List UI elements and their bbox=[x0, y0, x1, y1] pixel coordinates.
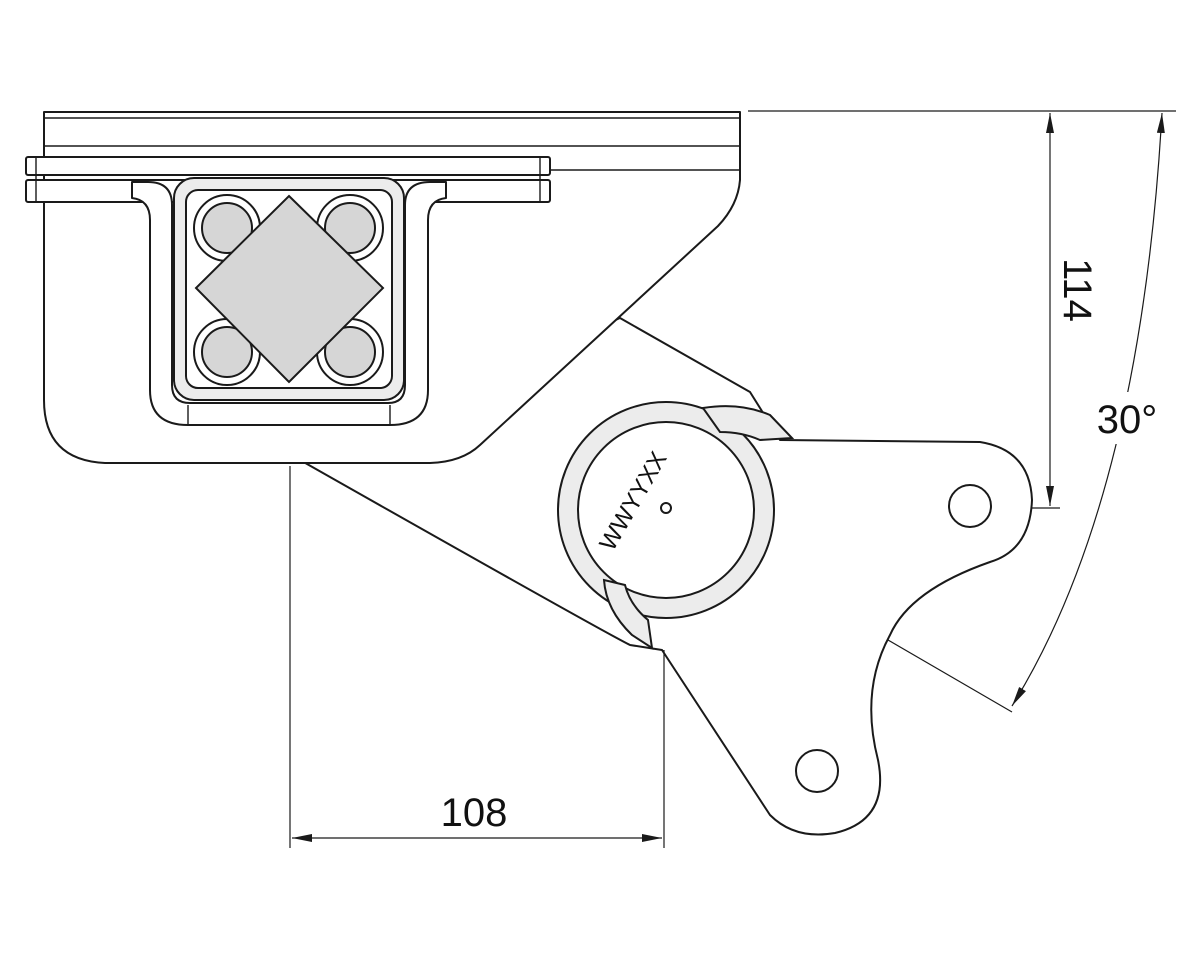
dimension-30-label: 30° bbox=[1097, 398, 1158, 442]
dimension-horizontal: 108 bbox=[289, 466, 665, 848]
square-core bbox=[194, 194, 385, 384]
weld-seam-lower bbox=[602, 578, 654, 651]
rubber-elements bbox=[193, 194, 385, 386]
dimension-114-label: 114 bbox=[1055, 258, 1099, 322]
mounting-hole-lower bbox=[795, 749, 839, 793]
dimension-angle: 30° bbox=[887, 112, 1166, 713]
dimension-108-label: 108 bbox=[441, 791, 508, 835]
hub-center-mark bbox=[660, 502, 672, 514]
weld-seam-upper bbox=[701, 405, 795, 442]
pivot-hub: WWYYXX bbox=[557, 401, 795, 651]
mounting-hole-upper bbox=[948, 484, 992, 528]
upper-rail bbox=[25, 156, 551, 176]
